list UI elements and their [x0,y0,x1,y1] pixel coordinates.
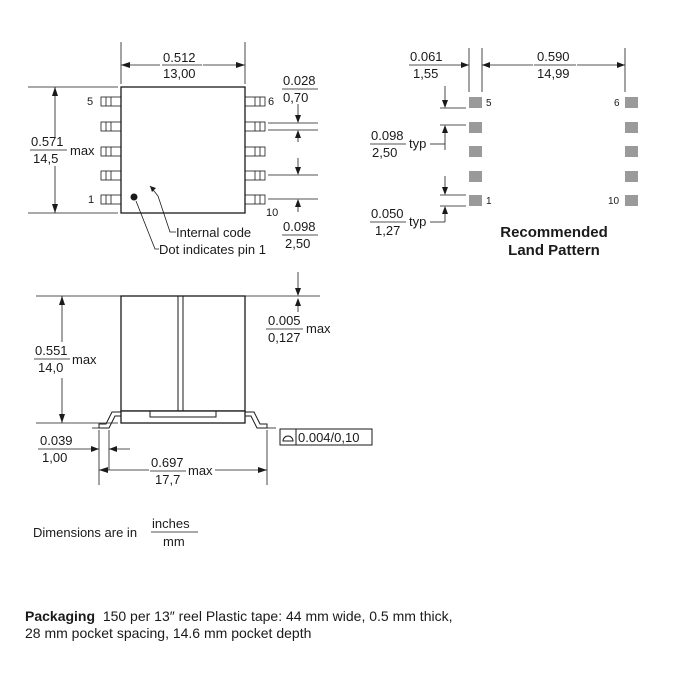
top-pitch-inches: 0.098 [283,219,316,234]
top-view: 5 6 1 10 Internal code Dot indicates pin… [28,42,318,257]
side-lead-right [245,411,268,429]
land-pin-5-label: 5 [486,98,492,109]
overall-length-inches: 0.697 [151,455,184,470]
pad-length-mm: 1,27 [375,223,400,238]
units-note-prefix: Dimensions are in [33,525,137,540]
coplanarity-value: 0.004/0,10 [298,430,359,445]
top-pin-1-label: 1 [88,194,94,206]
top-pitch-mm: 2,50 [285,236,310,251]
land-pitch-mm: 2,50 [372,145,397,160]
units-note-mm: mm [163,534,185,549]
land-pattern-title-line2: Land Pattern [508,242,600,259]
side-height-inches: 0.551 [35,343,68,358]
packaging-label: Packaging [25,608,96,624]
land-pad [469,195,482,206]
package-body-top [120,86,246,214]
land-pin-6-label: 6 [614,98,620,109]
pad-length-typ: typ [409,214,426,229]
packaging-line2: 28 mm pocket spacing, 14.6 mm pocket dep… [25,625,312,641]
land-pitch-typ: typ [409,136,426,151]
packaging-note: Packaging 150 per 13″ reel Plastic tape:… [25,608,665,642]
side-height-mm: 14,0 [38,360,63,375]
top-height-mm: 14,5 [33,151,58,166]
units-note-inches: inches [152,516,190,531]
lead-length-inches: 0.039 [40,433,73,448]
coplanarity-frame: 0.004/0,10 [279,428,373,446]
left-leads [100,96,122,205]
side-view: 0.551 14,0 max 0.005 0,127 max 0.039 1,0… [34,272,373,487]
lead-width-inches: 0.028 [283,73,316,88]
standoff-inches: 0.005 [268,313,301,328]
top-pin-10-label: 10 [266,207,278,219]
packaging-line1: 150 per 13″ reel Plastic tape: 44 mm wid… [102,608,453,624]
lead-width-mm: 0,70 [283,90,308,105]
overall-length-max: max [188,463,213,478]
land-pitch-inches: 0.098 [371,128,404,143]
pad-width-mm: 1,55 [413,66,438,81]
land-pad [625,146,638,157]
land-pad [625,171,638,182]
land-pin-1-label: 1 [486,196,492,207]
units-note: Dimensions are in inches mm [33,516,198,549]
top-height-max: max [70,143,95,158]
land-pattern-title-line1: Recommended [500,224,608,241]
profile-surface-icon [282,435,294,442]
land-pad [469,97,482,108]
top-width-mm: 13,00 [163,66,196,81]
standoff-max: max [306,321,331,336]
land-span-mm: 14,99 [537,66,570,81]
land-pattern: 5 6 1 10 0.061 1,55 0.590 14,99 0.098 2,… [370,48,638,259]
overall-length-mm: 17,7 [155,472,180,487]
right-leads [244,96,266,205]
internal-code-note: Internal code [176,225,251,240]
land-pad [625,195,638,206]
top-width-inches: 0.512 [163,50,196,65]
side-height-max: max [72,352,97,367]
pin1-dot-note: Dot indicates pin 1 [159,242,266,257]
land-pad [469,171,482,182]
standoff-mm: 0,127 [268,330,301,345]
top-pin-5-label: 5 [87,96,93,108]
top-height-inches: 0.571 [31,134,64,149]
land-pad [625,97,638,108]
lead-length-mm: 1,00 [42,450,67,465]
land-pin-10-label: 10 [608,196,620,207]
land-pad [469,122,482,133]
pin1-dot [130,193,138,201]
land-span-inches: 0.590 [537,49,570,64]
land-pad [625,122,638,133]
top-pin-6-label: 6 [268,96,274,108]
pad-length-inches: 0.050 [371,206,404,221]
pad-width-inches: 0.061 [410,49,443,64]
side-lead-left [98,411,121,429]
land-pad [469,146,482,157]
